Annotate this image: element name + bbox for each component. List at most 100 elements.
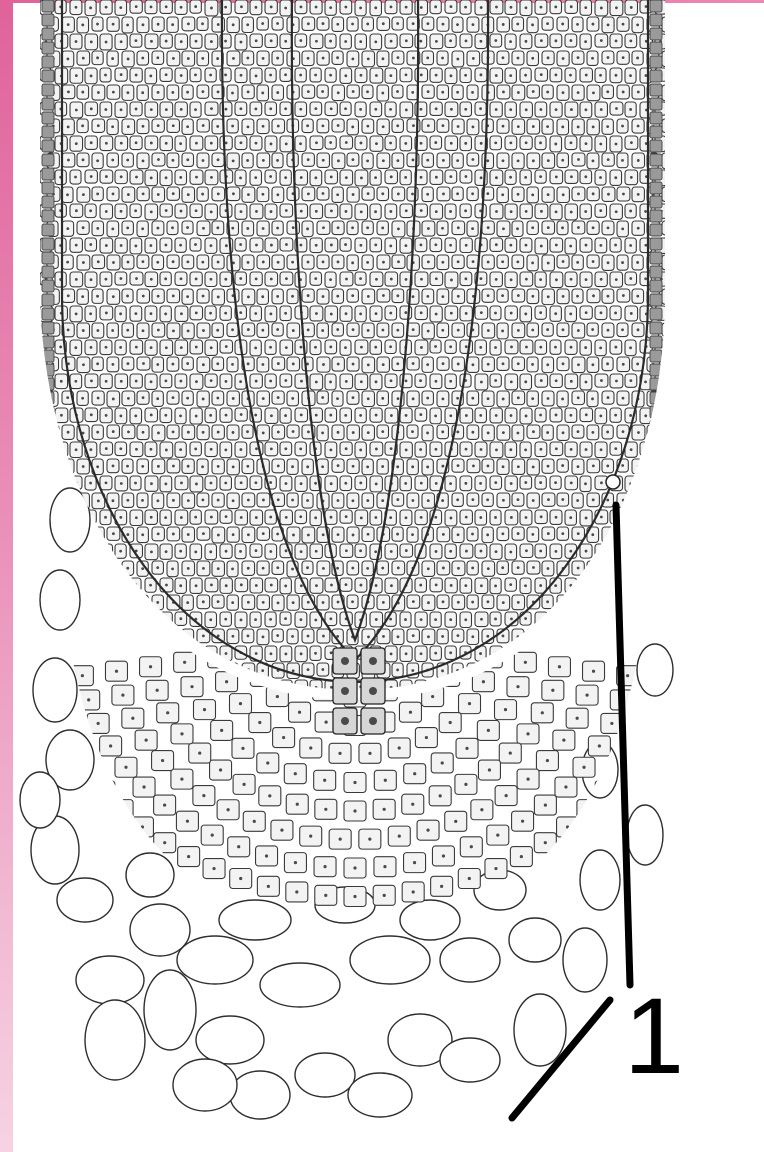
cell-nucleus xyxy=(441,761,444,764)
cell-nucleus xyxy=(345,210,348,213)
cell-nucleus xyxy=(409,711,412,714)
cell-nucleus xyxy=(510,346,513,349)
cell-nucleus xyxy=(262,227,265,230)
epidermis-cell xyxy=(42,406,54,418)
cell-nucleus xyxy=(225,414,228,417)
cell-nucleus xyxy=(456,23,459,26)
cell-nucleus xyxy=(314,652,317,655)
cell-nucleus xyxy=(591,431,594,434)
epidermis-cell xyxy=(650,196,662,208)
cell-nucleus xyxy=(329,414,332,417)
cell-nucleus xyxy=(495,414,498,417)
cell-nucleus xyxy=(306,465,309,468)
cell-nucleus xyxy=(390,550,393,553)
cell-nucleus xyxy=(666,124,669,127)
cell-nucleus xyxy=(209,550,212,553)
cell-nucleus xyxy=(124,766,127,769)
cell-nucleus xyxy=(44,448,47,451)
cell-nucleus xyxy=(203,708,206,711)
cell-nucleus xyxy=(479,107,482,110)
cell-nucleus xyxy=(516,227,519,230)
cell-nucleus xyxy=(592,635,595,638)
cell-nucleus xyxy=(82,363,85,366)
cell-nucleus xyxy=(307,294,310,297)
cell-nucleus xyxy=(341,657,349,665)
cell-nucleus xyxy=(165,73,168,76)
cell-nucleus xyxy=(179,617,182,620)
cell-nucleus xyxy=(584,346,587,349)
cell-nucleus xyxy=(470,845,473,848)
cell-nucleus xyxy=(81,566,84,569)
cell-nucleus xyxy=(487,226,490,229)
cell-nucleus xyxy=(339,838,342,841)
cell-nucleus xyxy=(606,125,609,128)
cell-nucleus xyxy=(441,329,444,332)
cell-nucleus xyxy=(180,6,183,9)
cell-nucleus xyxy=(330,313,333,316)
cell-nucleus xyxy=(282,736,285,739)
cell-nucleus xyxy=(389,244,392,247)
cell-nucleus xyxy=(216,226,219,229)
epidermis-cell xyxy=(650,294,662,306)
cell-nucleus xyxy=(336,397,339,400)
cell-nucleus xyxy=(135,39,138,42)
cell-nucleus xyxy=(479,652,482,655)
cell-nucleus xyxy=(186,635,189,638)
cell-nucleus xyxy=(524,176,527,179)
cell-nucleus xyxy=(471,533,474,536)
cell-nucleus xyxy=(277,498,280,501)
cell-nucleus xyxy=(239,277,242,280)
cell-nucleus xyxy=(486,533,489,536)
cell-nucleus xyxy=(457,125,460,128)
cell-nucleus xyxy=(366,261,369,264)
cell-nucleus xyxy=(217,193,220,196)
cell-nucleus xyxy=(105,447,108,450)
cell-nucleus xyxy=(502,499,505,502)
cell-nucleus xyxy=(450,142,453,145)
cell-nucleus xyxy=(630,6,633,9)
cell-nucleus xyxy=(390,379,393,382)
epidermis-cell xyxy=(650,14,662,26)
cell xyxy=(662,391,675,406)
cell-nucleus xyxy=(524,380,527,383)
cell-nucleus xyxy=(149,665,152,668)
cell-nucleus xyxy=(345,447,348,450)
cell-nucleus xyxy=(330,516,333,519)
cell-nucleus xyxy=(555,39,558,42)
cell-nucleus xyxy=(396,22,399,25)
epidermis-cell xyxy=(42,182,54,194)
cell-nucleus xyxy=(540,652,543,655)
root-cap-cell xyxy=(177,936,253,984)
cell-nucleus xyxy=(360,346,363,349)
cell-nucleus xyxy=(526,732,529,735)
cell-nucleus xyxy=(434,141,437,144)
cell xyxy=(580,646,591,661)
cell-nucleus xyxy=(525,244,528,247)
cell-nucleus xyxy=(532,90,535,93)
root-cap-cell xyxy=(230,1071,290,1119)
cell-nucleus xyxy=(577,465,580,468)
cell-nucleus xyxy=(120,482,123,485)
cell-nucleus xyxy=(198,751,201,754)
cell-nucleus xyxy=(209,686,212,689)
cell-nucleus xyxy=(111,159,114,162)
cell xyxy=(70,646,81,662)
cell-nucleus xyxy=(531,329,534,332)
cell xyxy=(647,697,659,711)
cell-nucleus xyxy=(285,549,288,552)
cell xyxy=(115,612,128,628)
cell-nucleus xyxy=(157,227,160,230)
cell-nucleus xyxy=(652,431,655,434)
cell-nucleus xyxy=(195,483,198,486)
cell-nucleus xyxy=(345,141,348,144)
cell xyxy=(632,697,643,712)
cell-nucleus xyxy=(599,414,602,417)
cell-nucleus xyxy=(629,414,632,417)
cell-nucleus xyxy=(520,855,523,858)
cell xyxy=(595,612,606,626)
root-cap-cell xyxy=(637,644,673,696)
cell-nucleus xyxy=(561,226,564,229)
cell-nucleus xyxy=(540,6,543,9)
cell-nucleus xyxy=(166,711,169,714)
root-cap-cell xyxy=(173,1059,237,1111)
